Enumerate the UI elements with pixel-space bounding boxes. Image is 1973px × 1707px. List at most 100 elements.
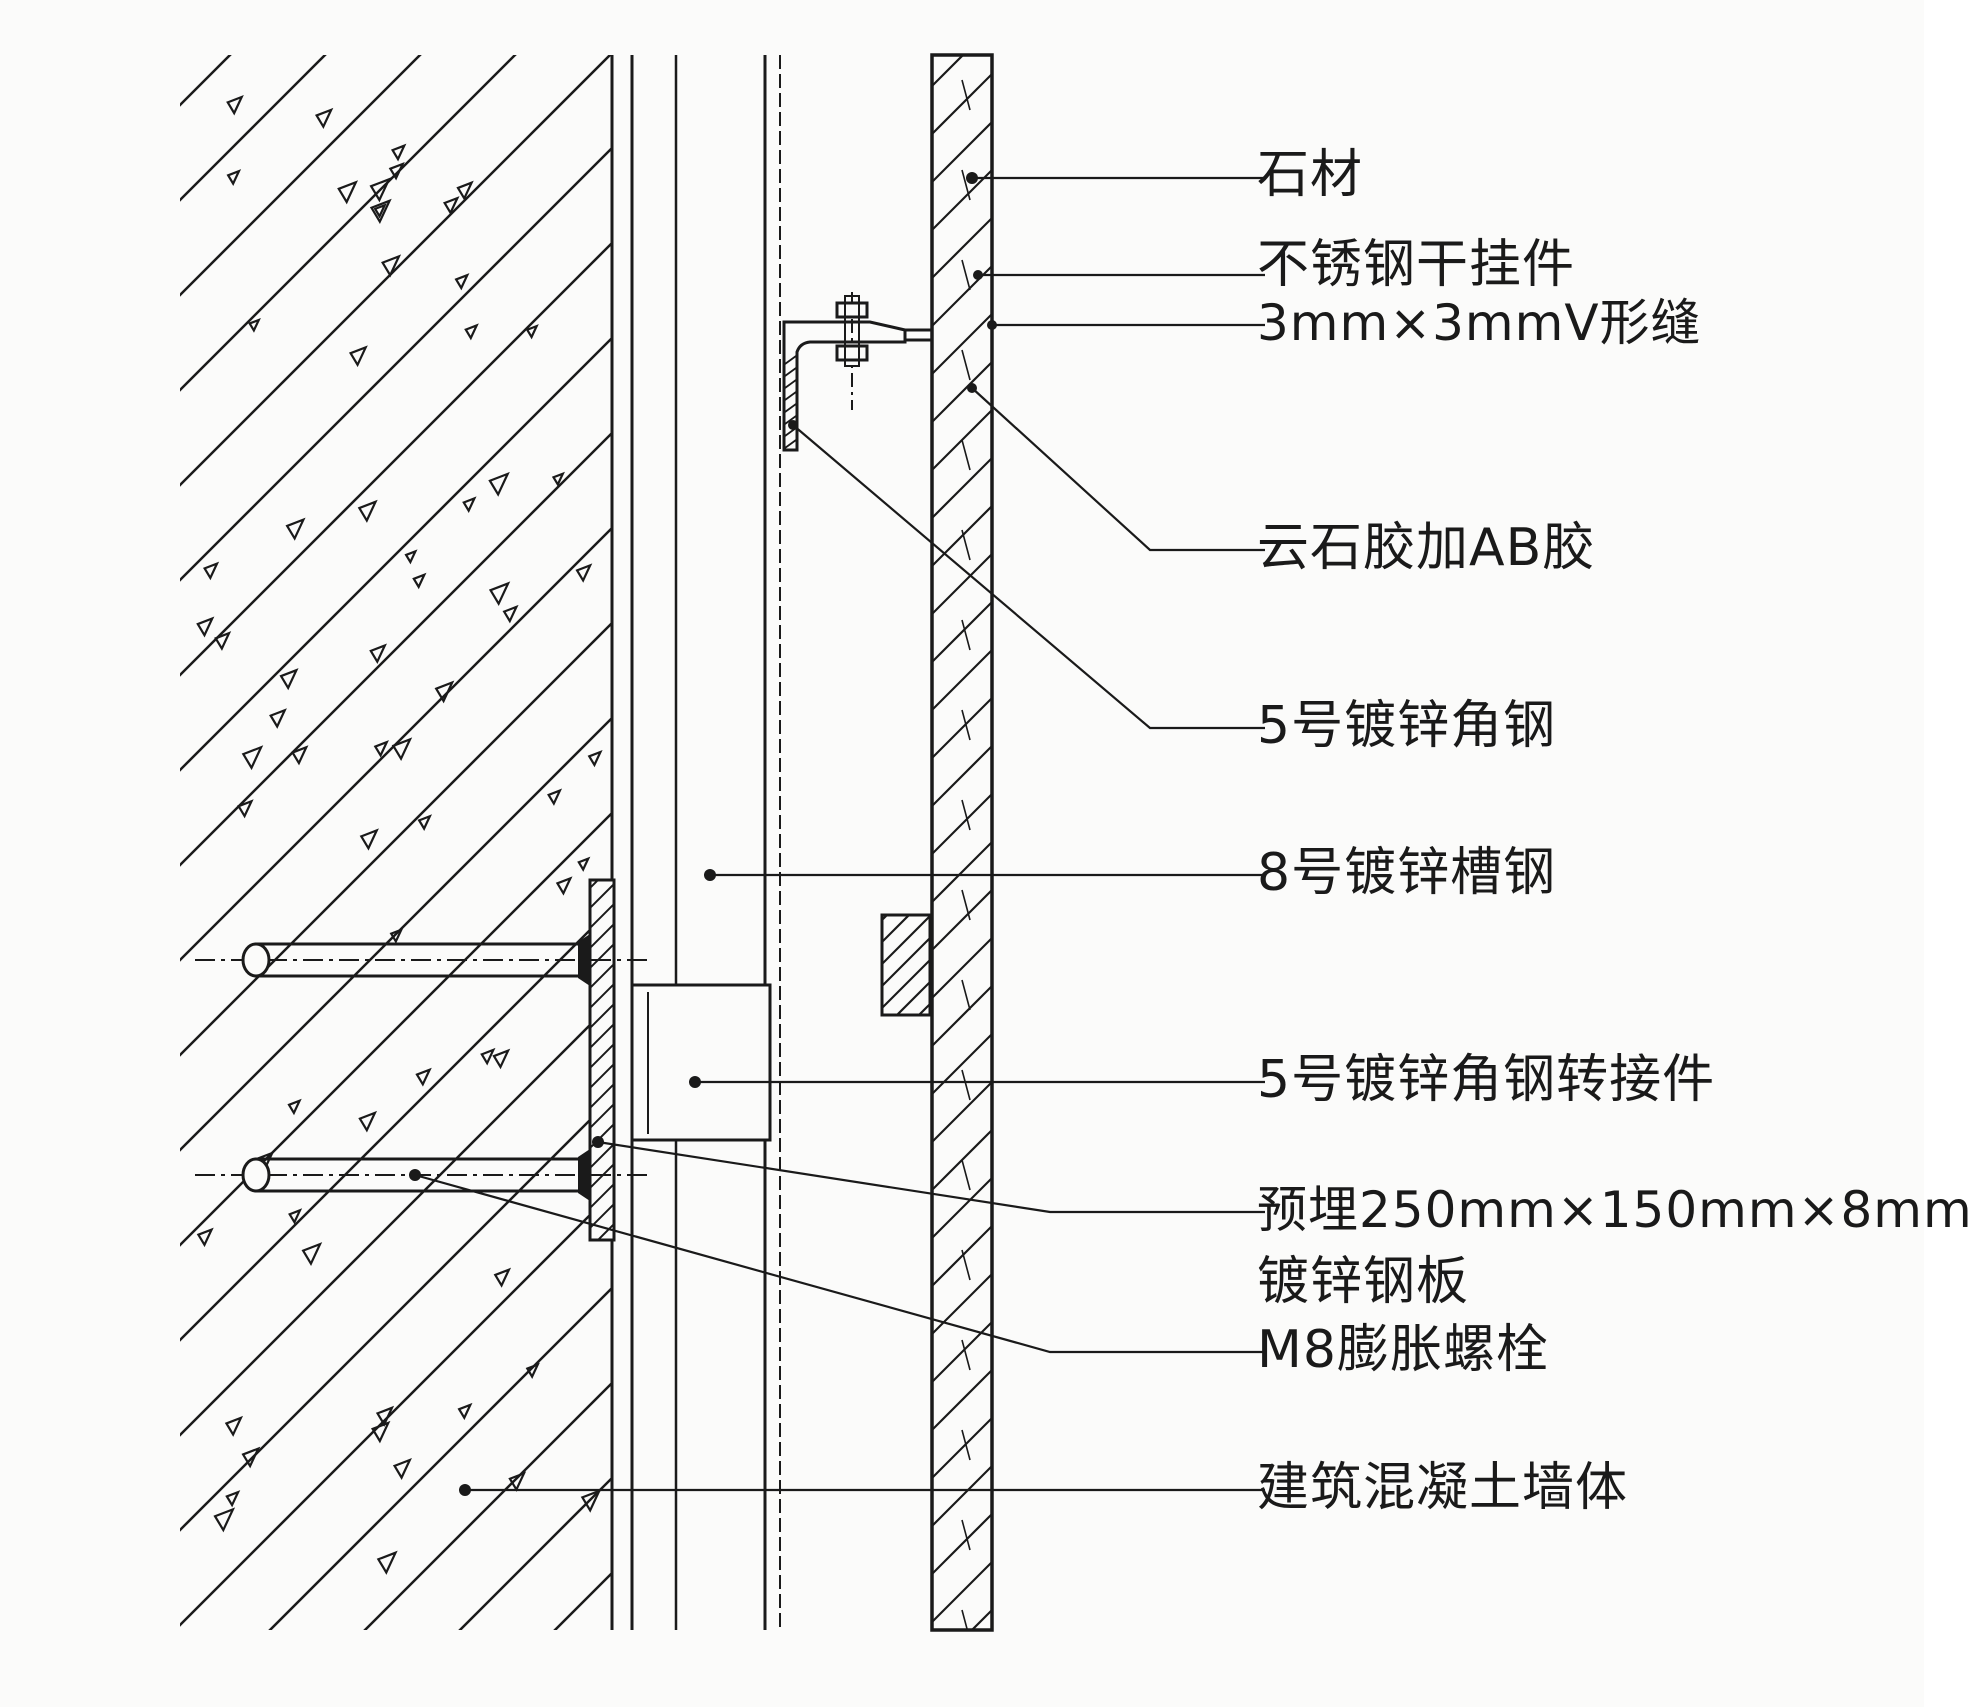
aggregate-mark xyxy=(359,828,379,851)
expansion-bolt-lower xyxy=(195,1149,650,1201)
aggregate-mark xyxy=(314,107,334,129)
plate-hatch-line xyxy=(590,1182,614,1210)
aggregate-mark xyxy=(488,471,510,497)
aggregate-mark xyxy=(213,1507,236,1533)
stone-hatch-line xyxy=(932,72,992,136)
label-adhesive: 云石胶加AB胶 xyxy=(1257,518,1596,578)
aggregate-mark xyxy=(456,180,474,201)
block-hatch-line xyxy=(882,915,930,966)
aggregate-mark xyxy=(388,161,405,181)
leader-expansion-bolt xyxy=(414,1173,1265,1354)
stone-dash-line xyxy=(961,619,971,651)
aggregate-mark xyxy=(464,323,479,341)
aggregate-mark xyxy=(575,563,593,583)
leader-embedded-plate xyxy=(597,1140,1265,1214)
aggregate-mark xyxy=(547,788,563,806)
wall-hatch-line xyxy=(363,1381,612,1630)
aggregate-mark xyxy=(492,1048,511,1070)
stone-hatch-line xyxy=(932,1368,992,1432)
wall-hatch-line xyxy=(180,55,232,107)
stone-dash-line xyxy=(961,259,971,291)
stone-hatch-line xyxy=(932,1512,992,1576)
aggregate-mark xyxy=(224,1415,244,1437)
stone-dash-line xyxy=(961,1249,971,1281)
plate-hatch-line xyxy=(590,1022,614,1050)
aggregate-mark xyxy=(417,814,433,831)
aggregate-mark xyxy=(415,1067,432,1087)
label-angle-steel: 5号镀锌角钢 xyxy=(1257,696,1557,756)
wall-hatch-line xyxy=(180,55,327,202)
aggregate-mark xyxy=(580,1488,602,1513)
aggregate-mark xyxy=(389,927,404,944)
stone-hatch-line xyxy=(932,504,992,568)
stone-dash-line xyxy=(961,349,971,381)
stone-hatch-line xyxy=(932,216,992,280)
aggregate-mark xyxy=(285,517,306,541)
aggregate-mark xyxy=(290,745,309,766)
plate-hatch-line xyxy=(590,882,614,910)
aggregate-mark xyxy=(358,1110,378,1133)
wall-hatch-line xyxy=(180,1001,612,1437)
aggregate-mark xyxy=(269,708,287,729)
aggregate-mark xyxy=(370,1420,391,1444)
leader-lines xyxy=(414,176,1265,1492)
wall-hatch-line xyxy=(180,811,612,1247)
wall-hatch-line xyxy=(458,1476,612,1630)
stone-hatch-line xyxy=(932,264,992,328)
stone-hatch-line xyxy=(932,1416,992,1480)
aggregate-mark xyxy=(454,273,470,291)
embedded-steel-plate xyxy=(588,878,616,1242)
plate-hatch-line xyxy=(590,1082,614,1110)
expansion-bolt-upper xyxy=(195,934,650,986)
wall-hatch-line xyxy=(180,55,517,392)
plate-hatch-line xyxy=(590,880,600,890)
label-concrete-wall: 建筑混凝土墙体 xyxy=(1257,1458,1629,1518)
wall-hatch-line xyxy=(553,1571,612,1630)
aggregate-mark xyxy=(587,749,603,768)
stone-hatch-line xyxy=(930,0,995,40)
wall-hatch-line xyxy=(180,526,612,962)
stone-hatch-line xyxy=(932,55,965,88)
aggregate-mark xyxy=(488,581,511,607)
stone-hatch-line xyxy=(932,696,992,760)
stone-dash-line xyxy=(961,1339,971,1371)
section-drawing xyxy=(180,0,1265,1632)
aggregate-mark xyxy=(369,198,392,224)
aggregate-mark xyxy=(555,876,573,896)
stone-dash-line xyxy=(961,1069,971,1101)
aggregate-mark xyxy=(226,94,244,116)
hatched-block xyxy=(880,913,932,1076)
aggregate-mark xyxy=(237,799,254,819)
aggregate-mark xyxy=(203,561,220,581)
aggregate-mark xyxy=(241,1446,261,1469)
stone-hatch-line xyxy=(932,408,992,472)
angle-hatch-line xyxy=(784,367,797,377)
stone-dash-line xyxy=(961,1519,971,1551)
plate-hatch-line xyxy=(590,962,614,990)
stone-hatch-line xyxy=(932,552,992,616)
stone-dash-line xyxy=(961,169,971,201)
plate-hatch-line xyxy=(590,1142,614,1170)
wall-hatch-line xyxy=(0,0,190,1700)
aggregate-mark xyxy=(373,203,387,219)
wall-hatch-line xyxy=(180,55,612,487)
plate-hatch-line xyxy=(590,1002,614,1030)
stone-hatch-line xyxy=(932,312,992,376)
angle-hatch-line xyxy=(784,415,797,425)
angle-hatch-line xyxy=(784,391,797,401)
stone-hatch-line xyxy=(932,792,992,856)
stone-hatch-line xyxy=(932,984,992,1048)
aggregate-mark xyxy=(376,1550,398,1575)
label-embedded-plate-line2: 镀锌钢板 xyxy=(1257,1252,1470,1312)
wall-hatch-line xyxy=(0,0,95,1700)
label-steel-hanger: 不锈钢干挂件 xyxy=(1257,235,1576,295)
wall-hatch-line xyxy=(180,431,612,867)
stone-hatch-line xyxy=(932,600,992,664)
aggregate-mark xyxy=(493,1267,512,1288)
angle-hatch-line xyxy=(784,403,797,413)
block-hatch-line xyxy=(880,1024,932,1076)
stone-hatch-line xyxy=(932,1224,992,1288)
label-expansion-bolt: M8膨胀螺栓 xyxy=(1257,1320,1549,1380)
stone-hatch-line xyxy=(932,888,992,952)
